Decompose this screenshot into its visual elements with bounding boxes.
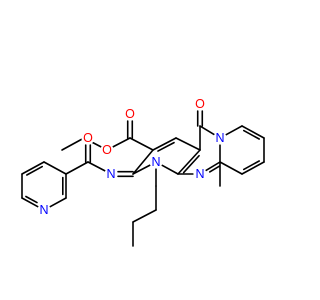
bond-cam-pc3 [65, 161, 89, 175]
atom-label-oxygen: O [125, 107, 135, 121]
atom-label-oxygen: O [83, 131, 93, 145]
atom-label-background [193, 97, 207, 111]
bond-c3-c4 [152, 137, 177, 151]
bond-pc2-npy [49, 197, 67, 208]
atom-label-background [193, 167, 207, 181]
bond-c3-c4-second [157, 141, 175, 152]
bond-c12a-c4a [177, 149, 201, 175]
atom-label-background [104, 167, 118, 181]
atom-label-background [81, 131, 95, 145]
atom-label-background [100, 143, 114, 157]
bond-oe1-ce [112, 137, 131, 148]
bond-cme1-cme2 [61, 137, 85, 151]
bond-n1-c2 [132, 164, 151, 175]
bond-layer [21, 110, 265, 247]
bond-c7-c8-second [242, 129, 260, 140]
bond-ce-c3 [129, 137, 154, 151]
atom-label-nitrogen: N [195, 167, 204, 181]
bond-c12a-c4a-second [182, 154, 200, 174]
bond-c9-c10-second [242, 160, 260, 171]
bond-n6-c7 [225, 125, 243, 136]
bond-nam-cam [87, 161, 106, 172]
atom-label-nitrogen: N [151, 155, 160, 169]
bond-pc5-pc4-second [26, 165, 44, 176]
atom-label-background [37, 203, 51, 217]
atom-label-background [213, 131, 227, 145]
bond-c11-n12-second [208, 165, 221, 173]
atom-label-background [123, 107, 137, 121]
bond-pc4-pc3 [43, 161, 67, 175]
bond-npy-pc6 [21, 197, 39, 208]
atom-label-oxygen: O [102, 143, 112, 157]
bond-c2-c3 [132, 149, 154, 175]
bond-c5-n6 [199, 125, 215, 136]
atom-label-nitrogen: N [106, 167, 115, 181]
atom-label-nitrogen: N [215, 131, 224, 145]
bond-c4-c4a [175, 137, 201, 151]
atom-label-oxygen: O [195, 97, 205, 111]
atom-label-nitrogen: N [39, 203, 48, 217]
bond-pc5-pc4 [21, 161, 45, 175]
bond-npy-pc6-second [25, 195, 38, 204]
bond-c10-c11 [219, 161, 243, 175]
bond-c9-c10 [241, 161, 265, 175]
bond-c11-n12 [205, 161, 221, 172]
bond-c7-c8 [241, 125, 265, 139]
bond-c12a-n1 [161, 164, 179, 175]
atom-label-background [149, 155, 163, 169]
bond-b2-b3 [132, 209, 157, 223]
